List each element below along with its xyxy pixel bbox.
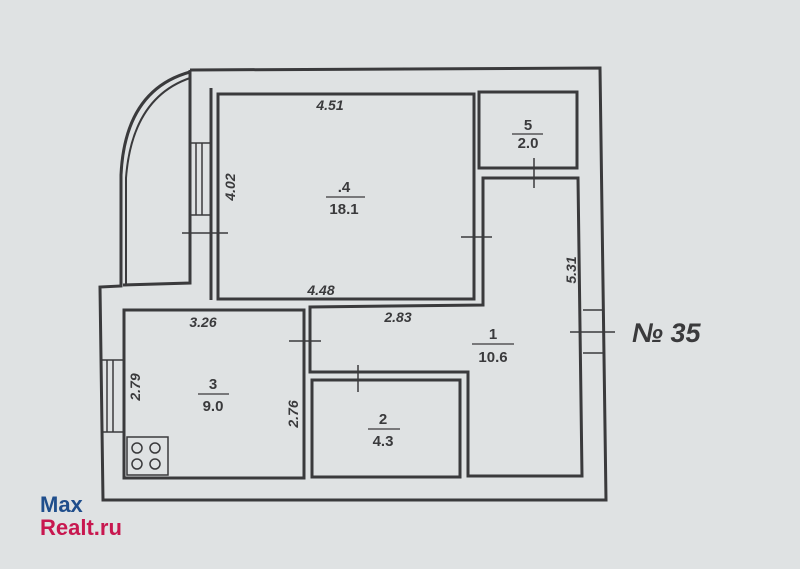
room-5-area: 2.0 [518,135,539,152]
dim-room4-bottom: 4.48 [306,282,334,298]
room-4-area: 18.1 [329,201,358,218]
dim-room3-top: 3.26 [189,314,216,330]
logo-line2: Realt.ru [40,515,122,540]
room-5 [477,90,579,170]
room-3 [122,308,306,480]
balcony-arc-inner [125,77,191,285]
room-3-area: 9.0 [203,398,224,415]
dim-room4-left: 4.02 [222,173,238,201]
room-5-number: 5 [524,117,532,134]
room-1-area: 10.6 [478,349,507,366]
room-2-area: 4.3 [373,433,394,450]
apartment-number: № 35 [632,318,701,348]
window-room3 [101,359,124,433]
dim-room4-top: 4.51 [315,97,343,113]
room-4 [216,92,476,301]
room-4-number: .4 [338,179,351,196]
inner-outline [122,70,192,287]
dim-room1-top: 2.83 [383,309,411,325]
logo-line1: Max [40,492,83,517]
dim-room3-left: 2.79 [127,373,143,401]
room-2-number: 2 [379,411,387,428]
window-room4 [190,142,211,216]
stove-icon [126,436,169,476]
dim-room3-right: 2.76 [285,400,301,428]
balcony-arc [119,70,191,285]
dim-room1-right: 5.31 [563,256,579,283]
room-1-number: 1 [489,326,497,343]
outer-wall [98,66,608,502]
room-2 [310,378,462,479]
watermark-logo: Max Realt.ru [40,493,122,539]
room-1 [308,176,584,478]
door-marks [182,158,615,392]
room-3-number: 3 [209,376,217,393]
